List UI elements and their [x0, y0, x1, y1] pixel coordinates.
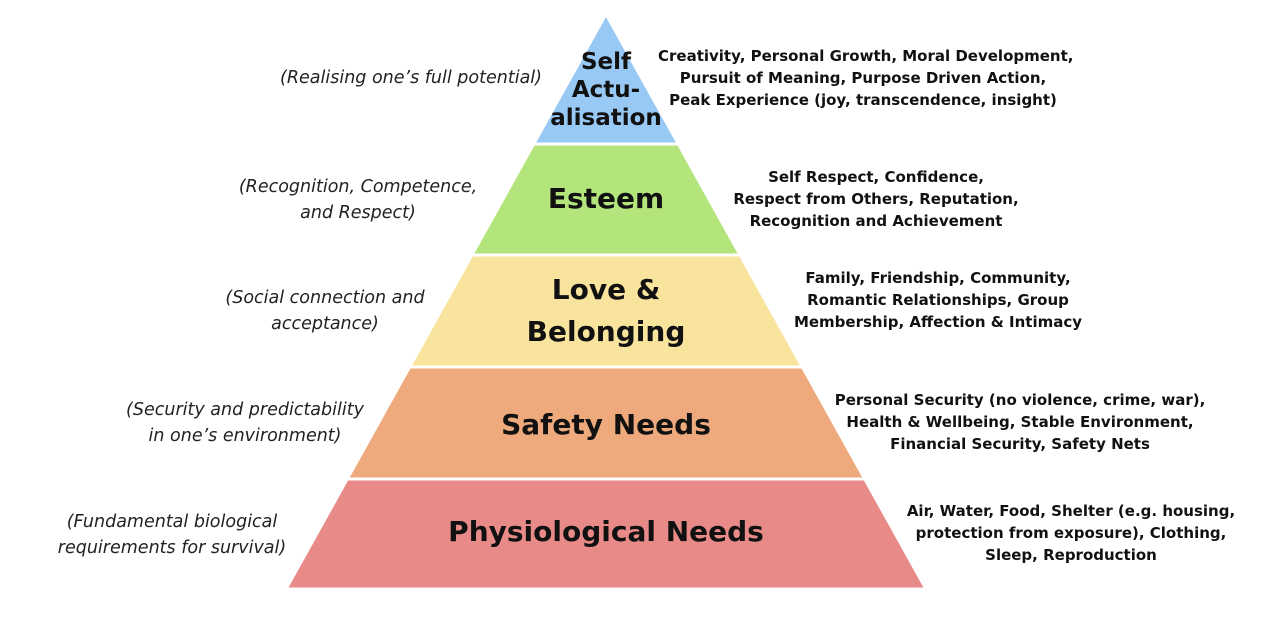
- tier-physiological-needs-title-line: Physiological Needs: [448, 515, 764, 548]
- tier-esteem-title: Esteem: [406, 181, 806, 217]
- tier-safety-needs-examples-line: Personal Security (no violence, crime, w…: [834, 391, 1206, 409]
- tier-safety-needs-title-line: Safety Needs: [501, 408, 711, 441]
- tier-love-belonging-summary-line: acceptance): [271, 314, 379, 334]
- tier-love-belonging-examples: Family, Friendship, Community, Romantic R…: [733, 267, 1143, 333]
- tier-physiological-needs-title: Physiological Needs: [406, 512, 806, 552]
- tier-physiological-needs-summary: (Fundamental biological requirements for …: [12, 509, 332, 561]
- tier-safety-needs-title: Safety Needs: [406, 405, 806, 445]
- tier-love-belonging-summary: (Social connection and acceptance): [165, 285, 485, 337]
- tier-self-actualisation-summary: (Realising one’s full potential): [251, 65, 571, 91]
- tier-self-actualisation-examples-line: Peak Experience (joy, transcendence, ins…: [669, 91, 1057, 109]
- tier-physiological-needs-summary-line: requirements for survival): [57, 538, 287, 558]
- tier-safety-needs-summary-line: in one’s environment): [148, 426, 342, 446]
- tier-self-actualisation-title-line: alisation: [550, 105, 662, 131]
- tier-esteem-summary-line: (Recognition, Competence,: [238, 177, 478, 197]
- tier-esteem-examples-line: Respect from Others, Reputation,: [733, 190, 1019, 208]
- tier-safety-needs-examples-line: Financial Security, Safety Nets: [890, 435, 1150, 453]
- tier-self-actualisation-title-line: Self: [580, 49, 632, 75]
- tier-esteem-examples-line: Self Respect, Confidence,: [768, 168, 984, 186]
- tier-physiological-needs-examples: Air, Water, Food, Shelter (e.g. housing,…: [866, 500, 1276, 566]
- tier-safety-needs-summary: (Security and predictability in one’s env…: [85, 397, 405, 449]
- tier-love-belonging-title-line: Love &: [551, 273, 661, 306]
- tier-self-actualisation-title-line: Actu-: [571, 77, 641, 103]
- tier-self-actualisation-examples-line: Pursuit of Meaning, Purpose Driven Actio…: [679, 69, 1047, 87]
- tier-love-belonging-examples-line: Family, Friendship, Community,: [805, 269, 1071, 287]
- tier-physiological-needs-summary-line: (Fundamental biological: [66, 512, 278, 532]
- tier-self-actualisation-examples-line: Creativity, Personal Growth, Moral Devel…: [658, 47, 1074, 65]
- tier-love-belonging-examples-line: Membership, Affection & Intimacy: [793, 313, 1083, 331]
- tier-esteem-title-line: Esteem: [547, 182, 665, 215]
- tier-safety-needs-summary-line: (Security and predictability: [126, 400, 364, 420]
- tier-physiological-needs-examples-line: Sleep, Reproduction: [985, 546, 1157, 564]
- tier-love-belonging-title: Love & Belonging: [406, 269, 806, 353]
- tier-love-belonging-examples-line: Romantic Relationships, Group: [807, 291, 1069, 309]
- tier-love-belonging-title-line: Belonging: [526, 315, 686, 348]
- tier-physiological-needs-examples-line: Air, Water, Food, Shelter (e.g. housing,: [906, 502, 1236, 520]
- tier-safety-needs-examples: Personal Security (no violence, crime, w…: [815, 389, 1225, 455]
- tier-safety-needs-examples-line: Health & Wellbeing, Stable Environment,: [846, 413, 1194, 431]
- tier-esteem-summary: (Recognition, Competence, and Respect): [198, 174, 518, 226]
- tier-esteem-examples: Self Respect, Confidence, Respect from Ot…: [671, 166, 1081, 232]
- tier-love-belonging-summary-line: (Social connection and: [225, 288, 425, 308]
- tier-esteem-examples-line: Recognition and Achievement: [749, 212, 1003, 230]
- tier-self-actualisation-summary-line: (Realising one’s full potential): [280, 68, 542, 88]
- tier-physiological-needs-examples-line: protection from exposure), Clothing,: [915, 524, 1227, 542]
- tier-esteem-summary-line: and Respect): [300, 203, 416, 223]
- tier-self-actualisation-examples: Creativity, Personal Growth, Moral Devel…: [658, 45, 1074, 111]
- tier-physiological-needs-shape: [284, 477, 928, 591]
